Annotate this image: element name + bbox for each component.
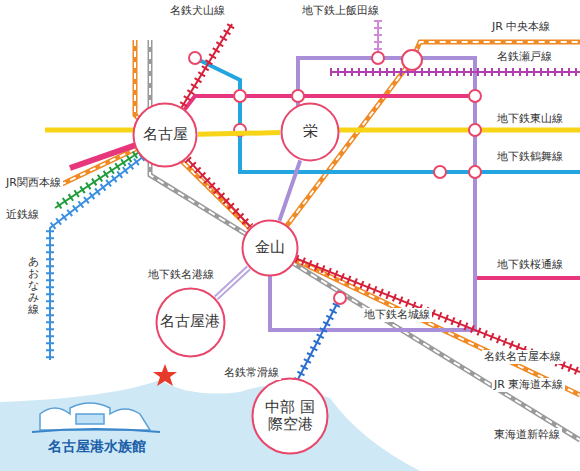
rail-stroke [216,268,249,298]
junction-circle [469,166,481,178]
line-name: 地下鉄東山線 [495,112,565,126]
station-circle: 中部 国際空港 [251,377,329,455]
rail-stroke [187,159,250,227]
aquarium-illustration [32,403,160,432]
rail-line [270,248,580,372]
rail-connector [216,268,249,298]
junction-circle [189,52,201,64]
line-name: 名鉄犬山線 [168,4,227,18]
rail-line [150,40,580,440]
rail-line [165,96,580,278]
rail-line [195,58,580,172]
rail-ticks [330,68,580,76]
station-name: 金山 [255,239,285,256]
rail-ticks [50,140,165,360]
location-star [153,364,177,386]
station-name: 栄 [303,123,318,140]
junction-circle [469,90,481,102]
rail-stroke [198,133,280,135]
rail-connector [198,133,280,135]
rail-connector [187,159,250,227]
rail-ticks [295,298,340,385]
junction-circle [434,166,446,178]
line-name: 近鉄線 [4,208,41,222]
aquarium-building [40,403,150,430]
rail-line [270,42,580,248]
line-name: 名鉄名古屋本線 [482,350,563,364]
station-ring [156,288,224,356]
line-name: 地下鉄名港線 [146,268,216,282]
rail-stroke [187,159,250,227]
rail-line [150,40,580,440]
line-name: JR 東海道本線 [492,378,565,392]
line-name: JR関西本線 [4,176,63,190]
junction-circle [372,52,384,64]
station-ring [134,104,197,167]
line-name: 東海道新幹線 [492,428,562,442]
line-name: 地下鉄名城線 [362,308,432,322]
line-name: JR 中央本線 [490,20,552,34]
station-ring [282,104,339,161]
station-name: 名古屋港 [160,313,220,330]
station-circle: 金山 [241,219,299,277]
rail-line [135,40,580,395]
rail-line [330,71,580,73]
junction-circle [469,124,481,136]
rail-line [335,128,580,133]
aquarium-wing [76,414,104,424]
line-name: 地下鉄桜通線 [495,258,565,272]
rail-line [50,140,165,360]
station-circle: 名古屋 [132,102,198,168]
junction-circle [234,90,246,102]
junction-circle [334,292,346,304]
sea [0,380,420,471]
rail-stroke [279,160,300,220]
rail-stroke [216,268,249,298]
line-name: 名鉄常滑線 [222,366,281,380]
rail-line [295,298,340,385]
station-ring [253,379,328,454]
junction-circle [402,50,422,70]
station-name: 中部 国際空港 [260,399,320,434]
line-name: あおなみ線 [28,254,39,318]
station-name: 名古屋 [143,126,188,143]
line-name: 地下鉄上飯田線 [300,4,381,18]
station-ring [243,221,298,276]
rail-line [135,40,580,395]
rail-line [270,42,580,248]
rail-ticks [270,248,580,372]
station-circle: 栄 [280,102,340,162]
rail-line [45,128,135,133]
aquarium-wave [32,429,160,432]
junction-circle [292,90,304,102]
line-name: 地下鉄鶴舞線 [495,150,565,164]
place-name: 名古屋港水族館 [46,438,148,456]
station-circle: 名古屋港 [155,287,226,358]
line-name: 名鉄瀬戸線 [495,50,554,64]
rail-connector [279,160,300,220]
